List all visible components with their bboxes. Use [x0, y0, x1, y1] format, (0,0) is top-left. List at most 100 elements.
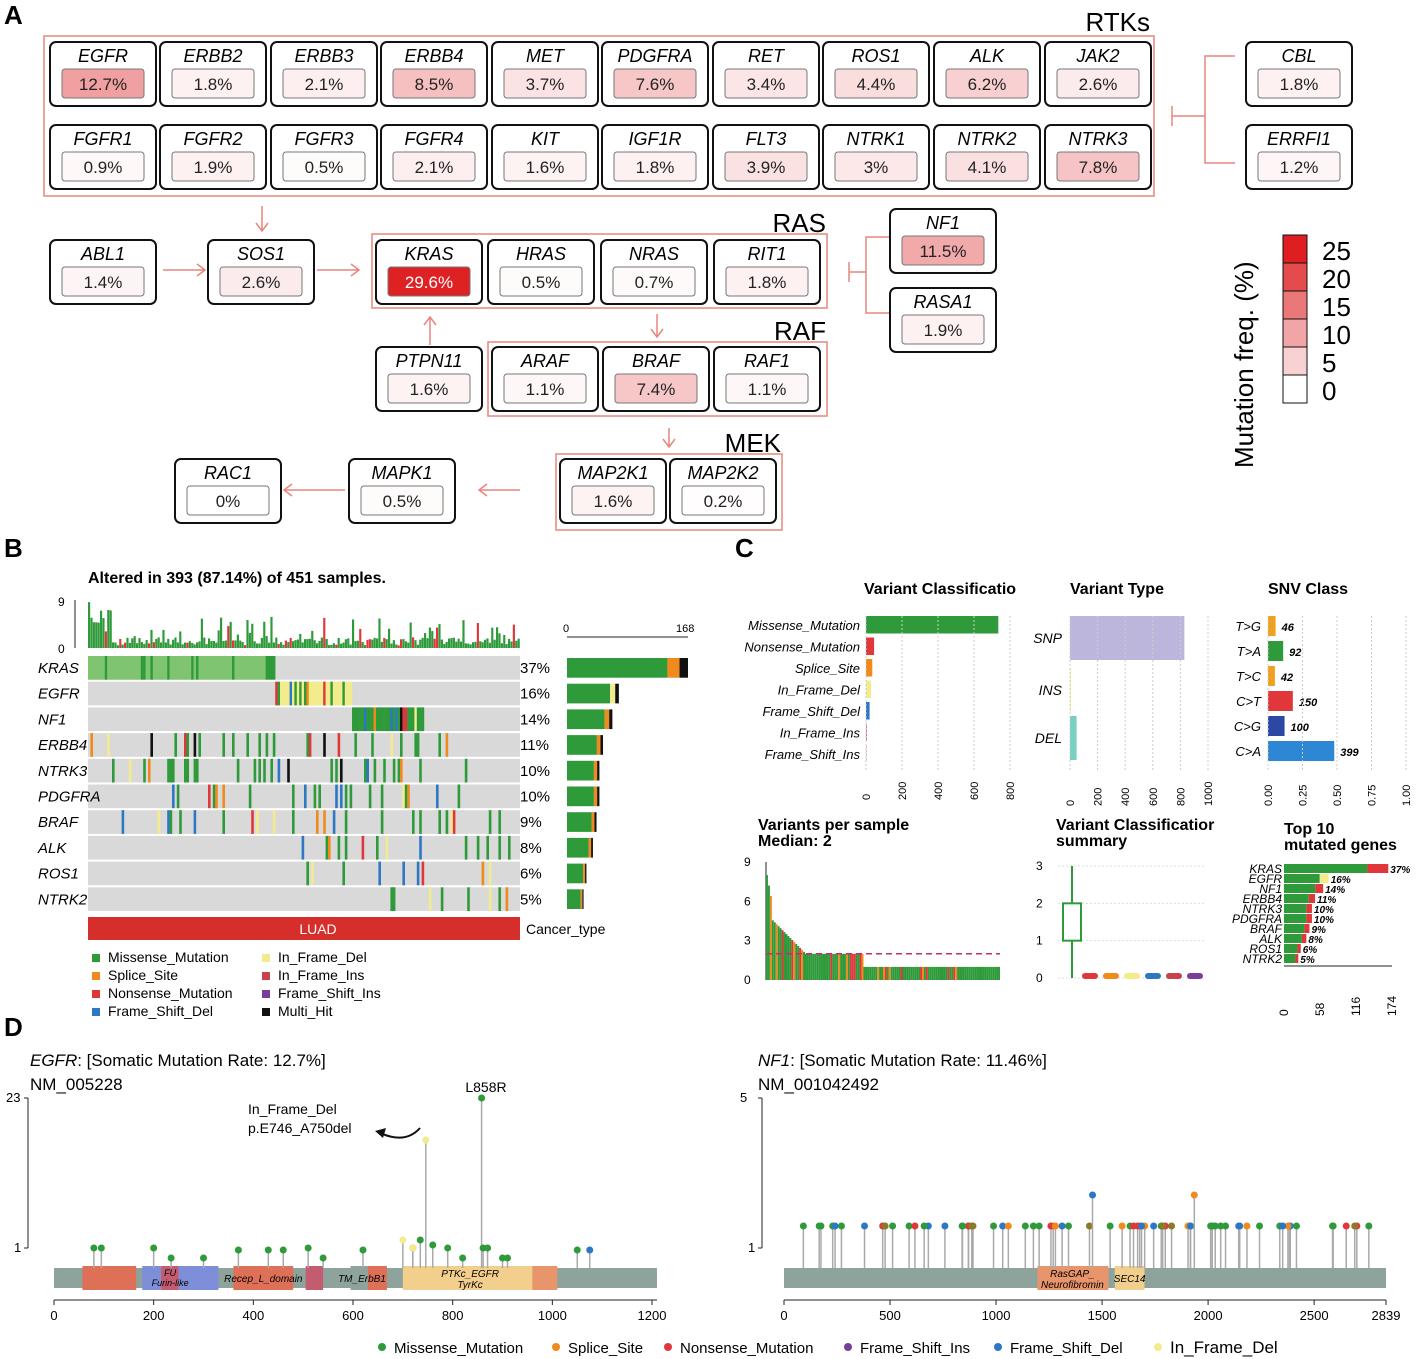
- matrix-cell: [131, 656, 134, 680]
- top10-pct-ntrk2: 5%: [1300, 955, 1315, 966]
- vps-bar: [769, 896, 772, 980]
- tmb-bar: [407, 642, 410, 648]
- tmb-bar: [263, 621, 266, 648]
- onco-pct-kras: 37%: [520, 660, 550, 677]
- vps-bar: [949, 966, 952, 980]
- side-bar-other-ntrk2: [580, 889, 583, 909]
- top10-gene-nf1: NF1: [1259, 882, 1282, 896]
- vcs-title-2: summary: [1056, 833, 1127, 850]
- snv-tick-1.00: 1.00: [1401, 785, 1413, 806]
- gene-name-ptpn11: PTPN11: [396, 351, 463, 371]
- matrix-cell: [330, 758, 333, 783]
- matrix-cell: [169, 758, 173, 783]
- matrix-cell: [323, 681, 326, 706]
- top10-bar-other-alk: [1301, 934, 1307, 943]
- egfr-domain-tyrkc: TyrKc: [457, 1280, 482, 1291]
- matrix-cell: [258, 758, 261, 783]
- vps-bar: [961, 966, 963, 980]
- vt-label-del: DEL: [1035, 730, 1062, 746]
- matrix-cell: [414, 707, 417, 732]
- side-bar-multi-ros1: [585, 863, 587, 884]
- matrix-cell: [421, 707, 425, 732]
- matrix-cell: [253, 656, 257, 680]
- matrix-cell: [476, 835, 480, 860]
- top10-bar-braf: [1284, 924, 1305, 933]
- side-bar-missense-ntrk3: [567, 760, 594, 781]
- gene-freq-nras: 0.7%: [635, 273, 674, 292]
- tmb-bar: [424, 633, 427, 648]
- legend-swatch-nonsense_mutation: [92, 990, 100, 998]
- tmb-bar: [277, 644, 280, 648]
- vps-bar: [824, 953, 827, 980]
- gene-freq-cell-raf1: [725, 373, 809, 404]
- tmb-bar: [179, 631, 182, 648]
- matrix-row-bg-ros1: [88, 861, 520, 886]
- vc-bar-frame_shift_del: [866, 702, 870, 720]
- nf1-lollipop-head: [1217, 1222, 1225, 1230]
- snv-count-5: 399: [1340, 747, 1359, 759]
- top10-bar-ntrk2: [1284, 954, 1296, 963]
- vps-bar: [836, 953, 839, 980]
- arrow-abl1-sos1: [163, 263, 207, 277]
- vps-bar: [884, 966, 887, 980]
- matrix-cell: [224, 656, 228, 680]
- tmb-tick-min: 0: [58, 642, 65, 656]
- matrix-cell: [402, 707, 405, 732]
- tmb-bar: [116, 645, 119, 648]
- tmb-bar: [512, 624, 515, 648]
- R-x-tick-label-1000: 1000: [982, 1308, 1011, 1323]
- panel-label-d: D: [4, 1012, 23, 1042]
- matrix-cell: [383, 758, 386, 783]
- tmb-bar: [330, 644, 333, 648]
- tmb-bar: [97, 622, 100, 648]
- matrix-cell: [445, 733, 449, 757]
- nf1-lollipop-head: [1329, 1222, 1337, 1230]
- tmb-bar: [409, 622, 412, 648]
- matrix-cell: [436, 784, 439, 809]
- matrix-cell: [222, 733, 225, 757]
- snv-count-0: 46: [1281, 622, 1295, 634]
- side-bar-missense-kras: [567, 658, 668, 678]
- vps-bar: [964, 966, 967, 980]
- vps-bar: [968, 966, 971, 980]
- tmb-bar: [107, 610, 110, 648]
- tmb-bar: [472, 642, 475, 648]
- matrix-cell: [246, 656, 249, 680]
- L-x-tick-label-800: 800: [442, 1308, 464, 1323]
- gene-freq-rasa1: 1.9%: [924, 321, 963, 340]
- matrix-cell: [390, 733, 393, 757]
- matrix-cell: [260, 656, 264, 680]
- nf1-domain-rasgap-label: RasGAP_: [1050, 1269, 1094, 1280]
- vps-bar: [826, 953, 829, 980]
- tmb-bar: [438, 624, 441, 648]
- onco-gene-ros1: ROS1: [38, 866, 79, 883]
- gene-freq-cell-araf: [503, 373, 587, 404]
- luad-label: LUAD: [299, 921, 336, 937]
- matrix-cell: [212, 784, 216, 809]
- tmb-bar: [448, 638, 451, 648]
- gene-name-mapk1: MAPK1: [371, 463, 432, 483]
- matrix-cell: [169, 810, 173, 834]
- vps-bar: [793, 941, 796, 980]
- egfr-lollipop-head: [279, 1246, 287, 1254]
- tmb-bar: [352, 619, 355, 648]
- matrix-cell: [268, 656, 271, 680]
- tmb-bar: [496, 627, 499, 648]
- vps-bar: [803, 951, 805, 980]
- tmb-bar: [388, 628, 391, 648]
- tmb-bar: [325, 638, 328, 648]
- vps-bar: [929, 966, 932, 980]
- gene-freq-abl1: 1.4%: [84, 273, 123, 292]
- gene-freq-cell-rac1: [186, 485, 270, 516]
- tmb-bar: [455, 641, 458, 648]
- R-x-tick-label-2839: 2839: [1372, 1308, 1401, 1323]
- egfr-domain-0: [82, 1266, 137, 1290]
- matrix-cell: [335, 758, 338, 783]
- vps-bar: [867, 966, 870, 980]
- nf1-lollipop-head-tall: [1190, 1191, 1198, 1199]
- matrix-cell: [342, 861, 345, 886]
- vps-bar: [832, 953, 835, 980]
